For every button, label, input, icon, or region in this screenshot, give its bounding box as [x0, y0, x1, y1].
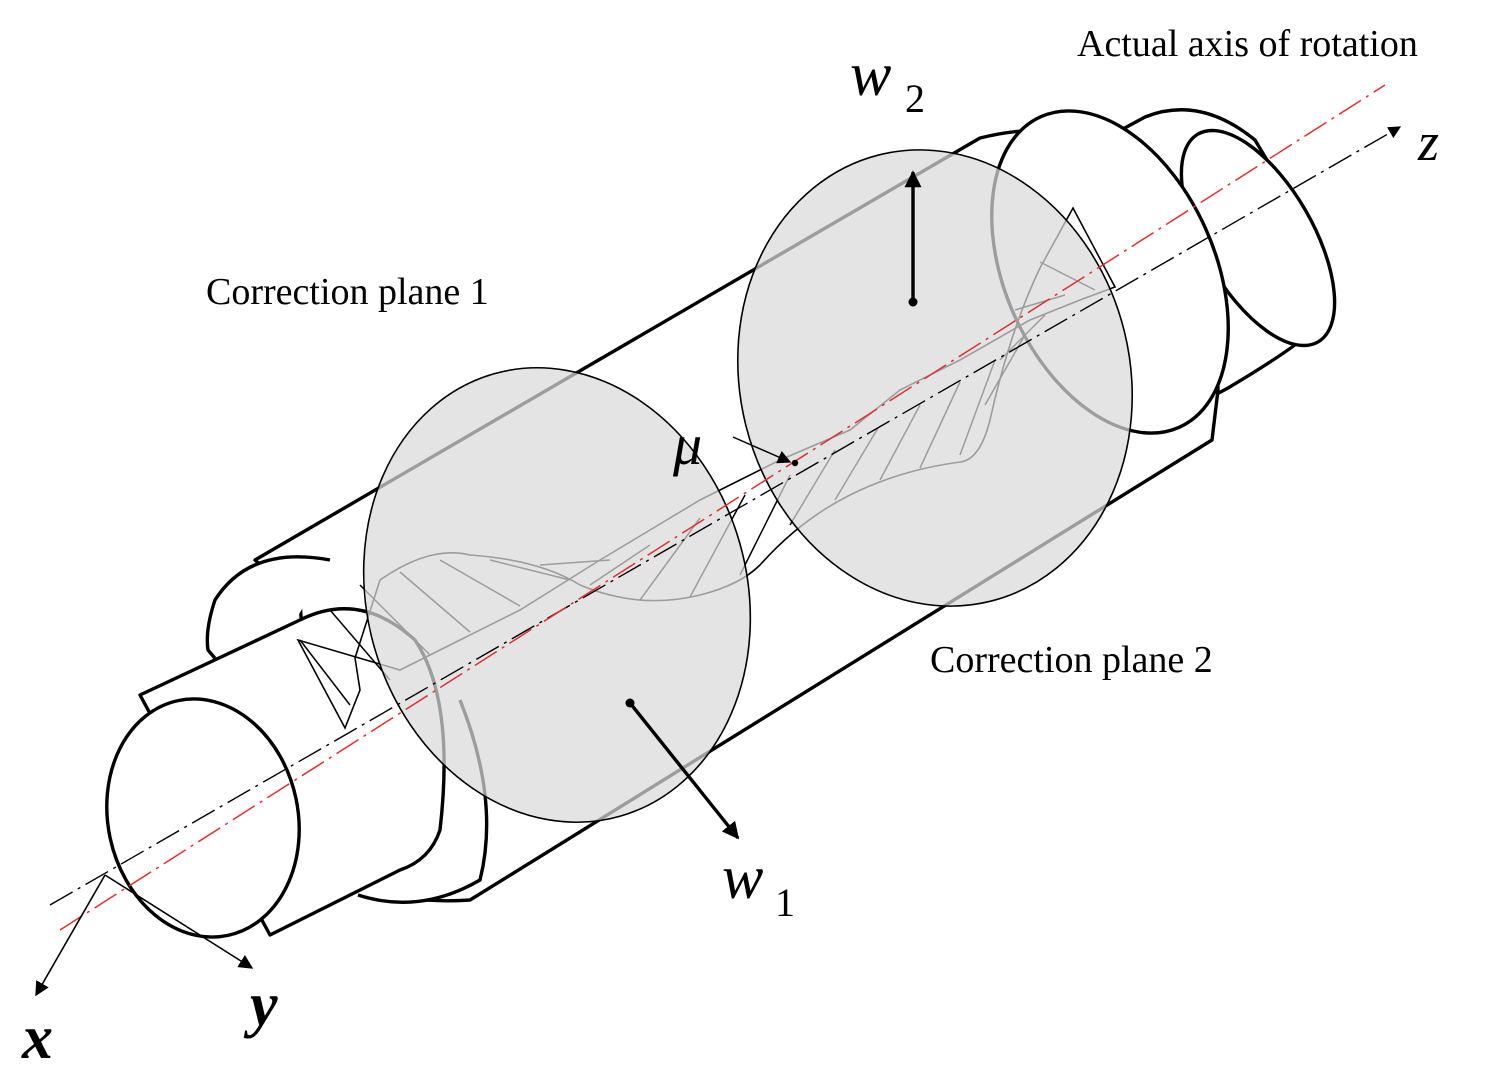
y-axis-arrow: [104, 874, 254, 969]
correction-plane-1: [362, 366, 752, 824]
w1-vector: [625, 698, 740, 840]
hatch-line: [329, 609, 391, 681]
correction-plane-1-label: Correction plane 1: [206, 271, 489, 313]
y-label: y: [243, 971, 278, 1039]
hatch-line: [299, 639, 351, 706]
z-axis-line: [49, 126, 1402, 906]
correction-plane-2: [736, 149, 1134, 607]
z-label: z: [1417, 112, 1439, 172]
mu-pointer: [732, 436, 799, 467]
w2-subscript: 2: [905, 76, 925, 121]
actual-axis-line: [59, 84, 1386, 931]
actual-axis-label: Actual axis of rotation: [1077, 23, 1418, 65]
mu-label: μ: [672, 412, 702, 477]
x-axis-arrow: [35, 874, 106, 997]
w2-label: w: [850, 41, 891, 109]
w1-label: w: [722, 844, 763, 912]
correction-plane-2-label: Correction plane 2: [930, 639, 1213, 681]
x-label: x: [21, 1004, 53, 1072]
w2-vector: [904, 170, 922, 307]
w1-subscript: 1: [775, 880, 795, 925]
